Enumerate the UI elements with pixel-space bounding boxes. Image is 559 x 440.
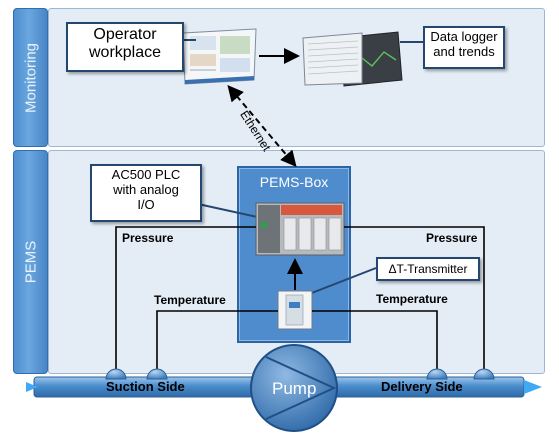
temperature-label-delivery: Temperature [376,292,448,306]
operator-workplace-callout: Operator workplace [66,22,184,72]
pump-icon [250,344,338,432]
operator-callout-line-1: Operator [93,26,157,43]
data-logger-callout: Data logger and trends [423,26,505,69]
plc-callout-pointer [197,203,263,219]
monitoring-section-rail: Monitoring [13,8,48,147]
pressure-sensor-suction [105,368,127,380]
logger-callout-line-2: and trends [433,43,495,59]
delivery-side-label: Delivery Side [381,379,463,394]
dt-transmitter-icon [277,290,313,330]
pressure-sensor-delivery [473,368,495,380]
operator-callout-line-2: workplace [88,44,162,62]
pressure-line-suction [115,226,256,373]
pressure-label-suction: Pressure [122,231,174,245]
plc-callout-line-2: with analog [113,181,179,197]
temperature-sensor-suction [146,368,168,380]
temperature-sensor-delivery [426,368,448,380]
temperature-line-delivery [312,310,438,370]
ethernet-link [227,84,297,168]
plc-callout: AC500 PLC with analog I/O [90,164,202,222]
plc-callout-line-3: I/O [137,196,155,212]
pems-box-title: PEMS-Box [259,174,329,190]
temperature-line-suction [156,310,278,370]
pump-label: Pump [272,379,317,398]
plc-icon [255,202,345,256]
pressure-label-delivery: Pressure [426,231,478,245]
dt-transmitter-callout: ΔT-Transmitter [376,257,480,281]
plc-callout-line-1: AC500 PLC [111,167,181,182]
operator-screen-icon [182,28,257,85]
pressure-line-delivery [344,226,485,373]
logger-callout-line-1: Data logger [430,29,498,44]
suction-side-label: Suction Side [106,379,185,394]
pems-section-rail: PEMS [13,150,48,374]
dt-callout-pointer [303,267,377,297]
data-logger-screens-icon [302,31,403,87]
temperature-label-suction: Temperature [154,293,226,307]
